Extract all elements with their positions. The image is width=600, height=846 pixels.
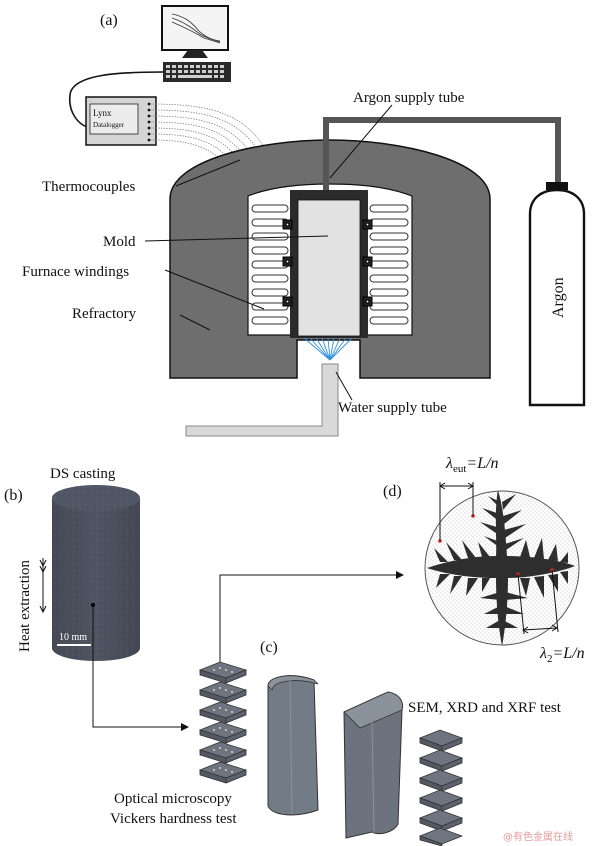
argon-supply-tube bbox=[323, 117, 561, 190]
lambda-eut-dimension bbox=[439, 482, 474, 541]
heat-extraction-arrow bbox=[39, 558, 47, 614]
lambda-eut-label: λeut=L/n bbox=[445, 455, 499, 475]
ds-casting-cylinder bbox=[52, 485, 140, 661]
ds-casting-title: DS casting bbox=[50, 466, 116, 482]
heat-extraction-label: Heat extraction bbox=[17, 559, 33, 652]
water-spray bbox=[303, 337, 353, 361]
indent-dots bbox=[213, 667, 233, 773]
lambda-eut-sub: eut bbox=[453, 463, 466, 475]
argon-supply-tube-label: Argon supply tube bbox=[353, 90, 465, 106]
datalogger-model: Datalogger bbox=[93, 121, 125, 129]
argon-label: Argon bbox=[550, 277, 567, 318]
water-supply-tube-label: Water supply tube bbox=[338, 400, 447, 416]
water-supply-tube bbox=[185, 363, 339, 437]
lambda-2-rhs: =L/n bbox=[552, 645, 584, 662]
datalogger: Lynx Datalogger bbox=[85, 96, 157, 146]
half-cylinder-1 bbox=[267, 675, 319, 816]
thermocouple-blocks bbox=[282, 219, 373, 307]
connector-b-to-c bbox=[92, 605, 189, 731]
dendrite bbox=[427, 490, 575, 646]
lambda-2-symbol: λ bbox=[539, 645, 547, 662]
half-cylinder-2 bbox=[343, 691, 403, 839]
slice-stack-right bbox=[418, 729, 464, 846]
scale-bar-label: 10 mm bbox=[59, 632, 87, 643]
lambda-eut-rhs: =L/n bbox=[466, 455, 498, 472]
watermark: @有色金属在线 bbox=[503, 830, 573, 843]
panel-a: (a) Lynx Datalogger bbox=[22, 5, 586, 437]
panel-b-tag: (b) bbox=[4, 487, 23, 504]
connector-c-to-d bbox=[219, 571, 404, 662]
slice-stack-left bbox=[198, 661, 248, 784]
furnace-windings-label: Furnace windings bbox=[22, 264, 129, 280]
mold-label: Mold bbox=[103, 234, 136, 250]
argon-cylinder: Argon bbox=[528, 182, 586, 407]
leader-lines bbox=[144, 104, 393, 401]
mold-cavity bbox=[297, 199, 361, 337]
right-caption: SEM, XRD and XRF test bbox=[408, 700, 562, 716]
panel-b: (b) DS casting 10 mm Heat extraction bbox=[4, 466, 404, 731]
panel-d-tag: (d) bbox=[383, 483, 402, 500]
left-caption-line2: Vickers hardness test bbox=[110, 811, 237, 827]
left-caption-line1: Optical microscopy bbox=[114, 791, 232, 807]
panel-c: (c) bbox=[110, 639, 562, 846]
datalogger-brand: Lynx bbox=[93, 108, 112, 118]
panel-a-tag: (a) bbox=[100, 12, 118, 29]
panel-c-tag: (c) bbox=[260, 639, 278, 656]
thermocouples-label: Thermocouples bbox=[42, 179, 135, 195]
lambda-2-dimension bbox=[517, 569, 559, 635]
computer-icon bbox=[161, 5, 231, 82]
refractory-label: Refractory bbox=[72, 306, 137, 322]
panel-d: (d) bbox=[383, 455, 585, 665]
computer-cable bbox=[68, 71, 164, 129]
lambda-2-label: λ2=L/n bbox=[539, 645, 585, 665]
lambda-2-sub: 2 bbox=[547, 653, 553, 665]
lambda-eut-symbol: λ bbox=[445, 455, 453, 472]
